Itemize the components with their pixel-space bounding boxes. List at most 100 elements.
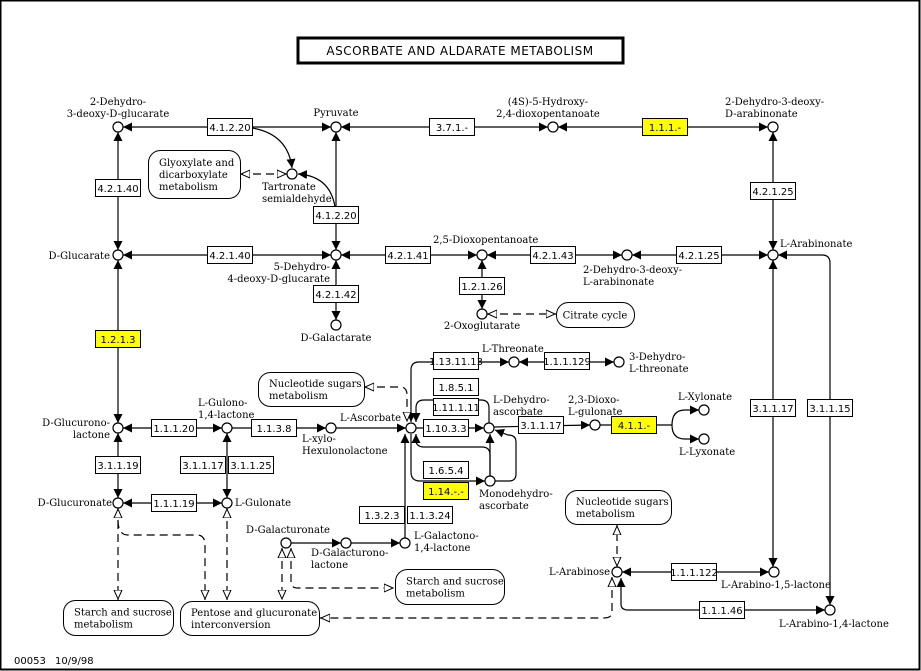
compound-node[interactable] — [112, 121, 124, 133]
compound[interactable]: L-Arabinose — [549, 566, 623, 578]
pathway-map-link[interactable]: Citrate cycle — [556, 302, 635, 328]
compound[interactable]: D-Glucurono-lactone — [42, 418, 124, 441]
compound-node[interactable] — [621, 249, 633, 261]
compound[interactable]: (4S)-5-Hydroxy-2,4-dioxopentanoate — [496, 97, 600, 133]
compound[interactable]: D-Galacturono-lactone — [311, 537, 388, 571]
enzyme-box[interactable]: 1.3.2.3 — [359, 506, 405, 524]
compound[interactable]: L-Gulono-1,4-lactone — [198, 398, 255, 434]
enzyme-box[interactable]: 3.1.1.25 — [228, 456, 274, 474]
enzyme-box[interactable]: 3.1.1.15 — [807, 399, 853, 417]
enzyme-box[interactable]: 4.1.2.20 — [313, 206, 359, 224]
compound-node[interactable] — [767, 121, 779, 133]
compound-node[interactable] — [613, 356, 625, 368]
compound-node[interactable] — [547, 121, 559, 133]
enzyme-box[interactable]: 1.1.1.20 — [151, 419, 197, 437]
compound[interactable]: 2,3-Dioxo-L-gulonate — [568, 395, 623, 431]
enzyme-box[interactable]: 4.2.1.25 — [750, 182, 796, 200]
compound-node[interactable] — [340, 537, 352, 549]
compound[interactable]: D-Galacturonate — [246, 525, 330, 549]
enzyme-box[interactable]: 4.2.1.40 — [95, 179, 141, 197]
compound[interactable]: L-Lyxonate — [679, 433, 735, 458]
compound-node[interactable] — [698, 433, 710, 445]
compound-node[interactable] — [325, 422, 337, 434]
compound-node[interactable] — [286, 168, 298, 180]
compound[interactable]: 2-Oxoglutarate — [444, 308, 520, 332]
enzyme-box[interactable]: 3.1.1.17 — [750, 399, 796, 417]
enzyme-box[interactable]: 3.7.1.- — [429, 118, 475, 136]
compound[interactable]: L-Arabino-1,5-lactone — [721, 566, 831, 591]
compound[interactable]: 2-Dehydro-3-deoxy-D-glucarate — [67, 97, 170, 133]
compound-node[interactable] — [405, 422, 417, 434]
compound[interactable]: L-Arabino-1,4-lactone — [779, 604, 889, 630]
compound-node[interactable] — [483, 422, 495, 434]
compound-node[interactable] — [824, 604, 836, 616]
compound[interactable]: L-Arabinonate — [767, 239, 852, 261]
compound-node[interactable] — [698, 404, 710, 416]
compound[interactable]: L-Xylonate — [678, 392, 732, 416]
compound[interactable]: D-Glucuronate — [38, 497, 124, 509]
enzyme-box[interactable]: 1.13.11.13 — [429, 352, 483, 370]
enzyme-box[interactable]: 1.1.1.122 — [670, 563, 718, 581]
compound-node[interactable] — [476, 308, 488, 320]
compound[interactable]: D-Galactarate — [301, 319, 372, 344]
compound-node[interactable] — [330, 121, 342, 133]
enzyme-box[interactable]: 1.1.1.19 — [151, 494, 197, 512]
compound-node[interactable] — [768, 566, 780, 578]
enzyme-box[interactable]: 4.1.1.- — [611, 416, 657, 434]
compound-node[interactable] — [221, 497, 233, 509]
enzyme-box[interactable]: 1.1.1.- — [642, 118, 688, 136]
compound-node[interactable] — [484, 475, 496, 487]
enzyme-box[interactable]: 1.1.1.129 — [543, 352, 591, 370]
enzyme-box[interactable]: 3.1.1.19 — [95, 456, 141, 474]
compound-node[interactable] — [112, 249, 124, 261]
compound[interactable]: Pyruvate — [313, 108, 359, 133]
compound[interactable]: L-Ascorbate — [340, 413, 417, 434]
compound-node[interactable] — [589, 419, 601, 431]
compound-node[interactable] — [330, 319, 342, 331]
enzyme-box[interactable]: 1.1.3.8 — [251, 419, 297, 437]
enzyme-box[interactable]: 1.11.1.11 — [432, 398, 480, 416]
enzyme-box[interactable]: 4.1.2.20 — [207, 118, 253, 136]
compound[interactable]: L-Galactono-1,4-lactone — [399, 531, 479, 554]
compound[interactable]: 2,5-Dioxopentanoate — [433, 235, 538, 261]
enzyme-box[interactable]: 4.2.1.42 — [313, 285, 359, 303]
compound-node[interactable] — [112, 422, 124, 434]
compound-node[interactable] — [330, 249, 342, 261]
compound-node[interactable] — [221, 422, 233, 434]
compound[interactable]: D-Glucarate — [49, 249, 124, 262]
enzyme-box[interactable]: 1.1.3.24 — [407, 506, 453, 524]
compound-node[interactable] — [767, 249, 779, 261]
compound-node[interactable] — [476, 249, 488, 261]
compound[interactable]: 2-Dehydro-3-deoxy-D-arabinonate — [725, 97, 824, 133]
enzyme-box[interactable]: 1.6.5.4 — [423, 461, 469, 479]
compound[interactable]: L-Gulonate — [221, 497, 291, 509]
compound-node[interactable] — [280, 537, 292, 549]
compound-node[interactable] — [399, 537, 411, 549]
compound[interactable]: Monodehydro-ascorbate — [479, 475, 553, 512]
enzyme-box[interactable]: 1.2.1.26 — [459, 277, 505, 295]
compound[interactable]: 2-Dehydro-3-deoxy-L-arabinonate — [583, 249, 682, 288]
enzyme-box[interactable]: 3.1.1.17 — [518, 416, 564, 434]
enzyme-box[interactable]: 1.1.1.46 — [699, 601, 745, 619]
enzyme-box[interactable]: 3.1.1.17 — [180, 456, 226, 474]
compound[interactable]: 5-Dehydro-4-deoxy-D-glucarate — [227, 249, 342, 285]
enzyme-box[interactable]: 1.8.5.1 — [433, 378, 479, 396]
compound-node[interactable] — [611, 566, 623, 578]
compound[interactable]: L-Dehydro-ascorbate — [483, 395, 550, 434]
compound-node[interactable] — [112, 497, 124, 509]
compound[interactable]: 3-Dehydro-L-threonate — [613, 352, 689, 375]
enzyme-box[interactable]: 4.2.1.41 — [385, 246, 431, 264]
enzyme-box[interactable]: 4.2.1.43 — [530, 246, 576, 264]
enzyme-box[interactable]: 4.2.1.25 — [676, 246, 722, 264]
enzyme-box[interactable]: 1.2.1.3 — [95, 330, 141, 348]
enzyme-box[interactable]: 1.14.-.- — [423, 482, 469, 500]
enzyme-box[interactable]: 4.2.1.40 — [207, 246, 253, 264]
compound-node[interactable] — [508, 356, 520, 368]
